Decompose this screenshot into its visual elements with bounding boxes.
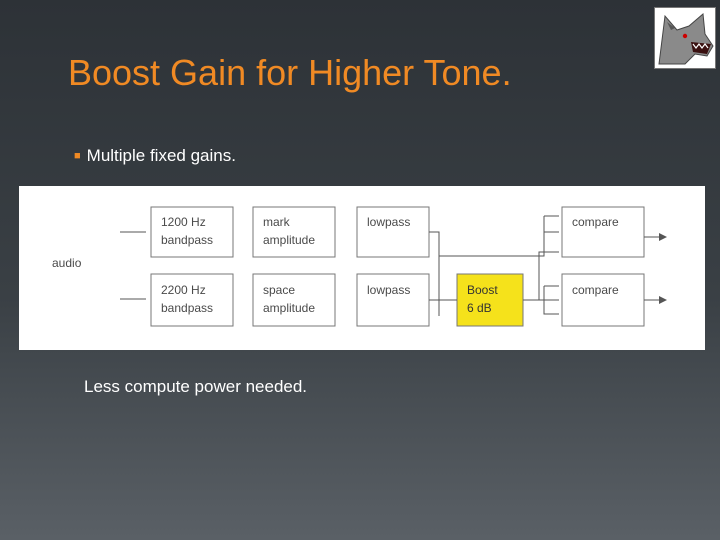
- bandpass-1200-label: bandpass: [161, 233, 213, 247]
- bandpass-2200-label: bandpass: [161, 301, 213, 315]
- compare-2-label: compare: [572, 283, 619, 297]
- boost-l1: Boost: [467, 283, 498, 297]
- compare-block-2: [561, 273, 645, 327]
- lowpass-2-label: lowpass: [367, 283, 410, 297]
- wire-boost-to-compare1: [523, 251, 559, 301]
- bandpass-2200-block: [150, 273, 234, 327]
- mark-amplitude-l1: mark: [263, 215, 291, 229]
- bullet-item: ■ Multiple fixed gains.: [74, 146, 236, 166]
- audio-label: audio: [52, 256, 82, 270]
- bandpass-2200-freq: 2200 Hz: [161, 283, 206, 297]
- space-amplitude-l2: amplitude: [263, 301, 315, 315]
- boost-block: [456, 273, 524, 327]
- bandpass-1200-block: [150, 206, 234, 258]
- compare-1-label: compare: [572, 215, 619, 229]
- boost-l2: 6 dB: [467, 301, 492, 315]
- space-amplitude-block: [252, 273, 336, 327]
- output-arrow-1-icon: [659, 233, 667, 241]
- space-amplitude-l1: space: [263, 283, 295, 297]
- mark-amplitude-block: [252, 206, 336, 258]
- lowpass-1-label: lowpass: [367, 215, 410, 229]
- output-arrow-2-icon: [659, 296, 667, 304]
- mark-amplitude-l2: amplitude: [263, 233, 315, 247]
- wire-compare2-inputs: [543, 285, 559, 315]
- wolf-logo-icon: [654, 7, 716, 69]
- bullet-text: Multiple fixed gains.: [86, 146, 236, 165]
- lowpass-block-2: [356, 273, 430, 327]
- note-text: Less compute power needed.: [84, 377, 308, 396]
- block-diagram-svg: audio 1200 Hz bandpass mark amplitude lo…: [52, 206, 667, 327]
- bandpass-1200-freq: 1200 Hz: [161, 215, 206, 229]
- bullet-square-icon: ■: [74, 150, 81, 162]
- block-diagram: audio 1200 Hz bandpass mark amplitude lo…: [19, 186, 705, 350]
- compare-block-1: [561, 206, 645, 258]
- wire-compare1-top: [543, 215, 559, 232]
- slide-title: Boost Gain for Higher Tone.: [68, 52, 512, 93]
- lowpass-block-1: [356, 206, 430, 258]
- wire-lowpass1-to-compare: [429, 231, 559, 257]
